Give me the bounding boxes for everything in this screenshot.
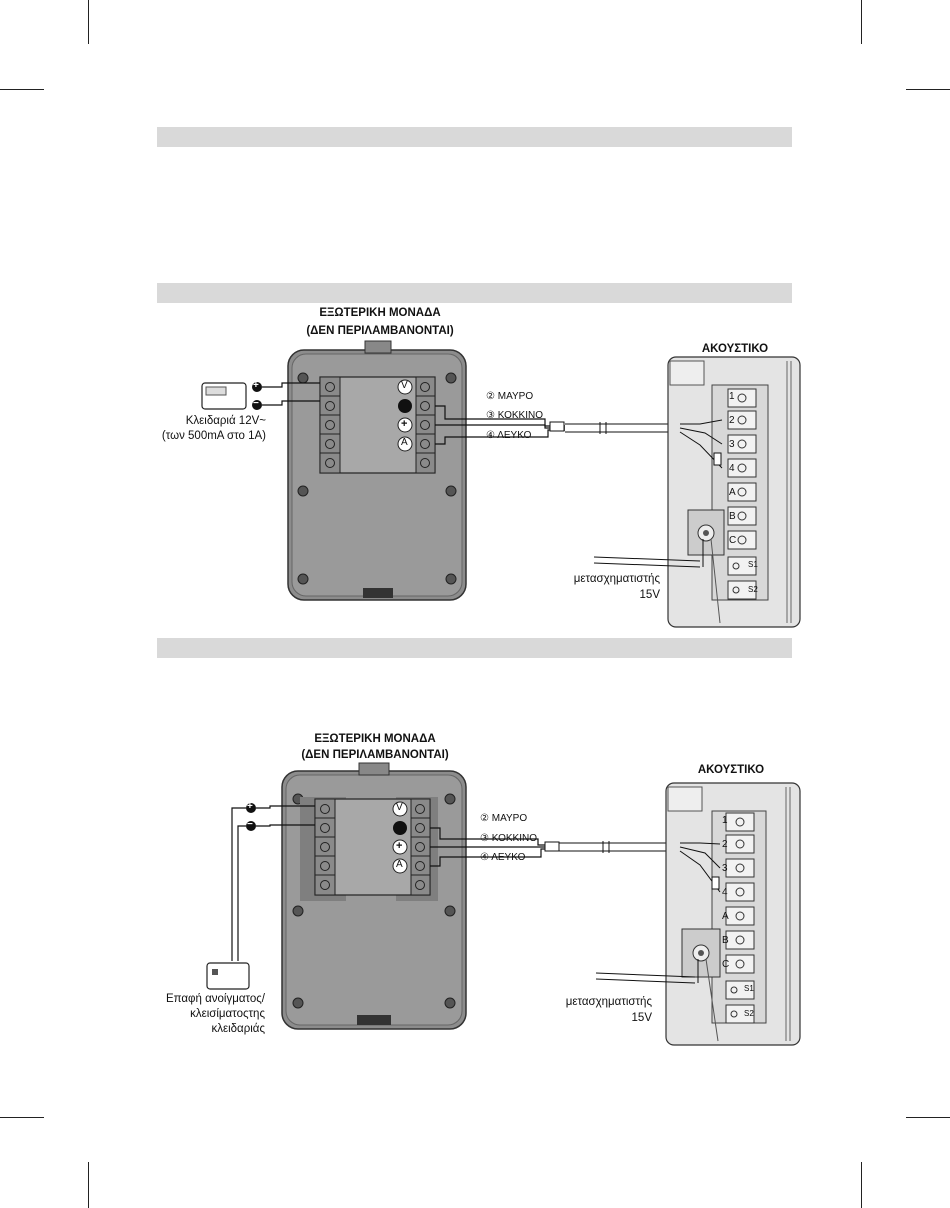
wire-label-black: ② ΜΑΥΡΟ bbox=[486, 391, 534, 402]
terminal-label-2: 2 bbox=[729, 415, 735, 426]
terminal-label-4: 4 bbox=[729, 463, 735, 474]
terminal-label-3: 3 bbox=[722, 863, 728, 874]
wire-label-red: ③ ΚΟΚΚΙΝΟ bbox=[486, 410, 544, 421]
section-header-bar bbox=[157, 127, 792, 147]
terminal-label-a: A bbox=[722, 911, 729, 922]
wiring-diagram-contact: ΕΞΩΤΕΡΙΚΗ ΜΟΝΑΔΑ (ΔΕΝ ΠΕΡΙΛΑΜΒΑΝΟΝΤΑΙ) Α… bbox=[0, 733, 950, 1073]
terminal-label-2: 2 bbox=[722, 839, 728, 850]
wiring-diagram-lock: ΕΞΩΤΕΡΙΚΗ ΜΟΝΑΔΑ (ΔΕΝ ΠΕΡΙΛΑΜΒΑΝΟΝΤΑΙ) Α… bbox=[0, 305, 950, 645]
wire-label-white: ④ ΛΕΥΚΟ bbox=[486, 430, 532, 441]
crop-mark bbox=[0, 89, 44, 90]
lock-label-line2: (των 500mA στο 1A) bbox=[161, 430, 266, 442]
transformer-label-line1: μετασχηματιστής bbox=[573, 573, 660, 585]
a-symbol: A bbox=[401, 437, 408, 448]
outdoor-unit-title: ΕΞΩΤΕΡΙΚΗ ΜΟΝΑΔΑ bbox=[319, 307, 441, 319]
lock-label-line1: Κλειδαριά 12V~ bbox=[185, 415, 266, 427]
terminal-label-c: C bbox=[722, 959, 730, 970]
terminal-label-c: C bbox=[729, 535, 737, 546]
plus-symbol: + bbox=[253, 380, 259, 391]
contact-label-line2: κλεισίματοςτης bbox=[190, 1008, 265, 1020]
terminal-label-s2: S2 bbox=[748, 585, 758, 594]
terminal-label-1: 1 bbox=[729, 391, 735, 402]
section-header-bar bbox=[157, 283, 792, 303]
transformer-label-line2: 15V bbox=[631, 1012, 652, 1024]
a-symbol: A bbox=[396, 859, 403, 870]
transformer-label-line1: μετασχηματιστής bbox=[565, 996, 652, 1008]
terminal-label-s1: S1 bbox=[748, 560, 758, 569]
crop-mark bbox=[88, 1162, 89, 1208]
handset-title: ΑΚΟΥΣΤΙΚΟ bbox=[697, 764, 765, 776]
contact-label-line3: κλειδαριάς bbox=[211, 1023, 265, 1035]
v-symbol: V bbox=[396, 802, 403, 813]
terminal-label-s2: S2 bbox=[744, 1009, 754, 1018]
section-header-bar bbox=[157, 638, 792, 658]
handset-title: ΑΚΟΥΣΤΙΚΟ bbox=[701, 343, 769, 355]
terminal-label-b: B bbox=[722, 935, 729, 946]
crop-mark bbox=[861, 1162, 862, 1208]
terminal-label-1: 1 bbox=[722, 815, 728, 826]
wire-label-red: ③ ΚΟΚΚΙΝΟ bbox=[480, 833, 538, 844]
v-symbol: V bbox=[401, 380, 408, 391]
crop-mark bbox=[906, 1117, 950, 1118]
plus-terminal-symbol: + bbox=[401, 418, 408, 430]
outdoor-unit-title: ΕΞΩΤΕΡΙΚΗ ΜΟΝΑΔΑ bbox=[314, 733, 436, 745]
wire-label-white: ④ ΛΕΥΚΟ bbox=[480, 852, 526, 863]
outdoor-unit-subtitle: (ΔΕΝ ΠΕΡΙΛΑΜΒΑΝΟΝΤΑΙ) bbox=[306, 325, 454, 337]
terminal-label-a: A bbox=[729, 487, 736, 498]
minus-symbol: − bbox=[247, 819, 253, 830]
terminal-label-3: 3 bbox=[729, 439, 735, 450]
transformer-label-line2: 15V bbox=[639, 589, 660, 601]
wire-label-black: ② ΜΑΥΡΟ bbox=[480, 813, 528, 824]
crop-mark bbox=[0, 1117, 44, 1118]
crop-mark bbox=[88, 0, 89, 44]
outdoor-unit-subtitle: (ΔΕΝ ΠΕΡΙΛΑΜΒΑΝΟΝΤΑΙ) bbox=[301, 749, 449, 761]
crop-mark bbox=[861, 0, 862, 44]
crop-mark bbox=[906, 89, 950, 90]
contact-label-line1: Επαφή ανοίγματος/ bbox=[165, 993, 265, 1005]
terminal-label-s1: S1 bbox=[744, 984, 754, 993]
terminal-label-b: B bbox=[729, 511, 736, 522]
minus-symbol: − bbox=[253, 398, 259, 409]
plus-terminal-symbol: + bbox=[396, 840, 403, 852]
terminal-label-4: 4 bbox=[722, 887, 728, 898]
plus-symbol: + bbox=[247, 801, 253, 812]
